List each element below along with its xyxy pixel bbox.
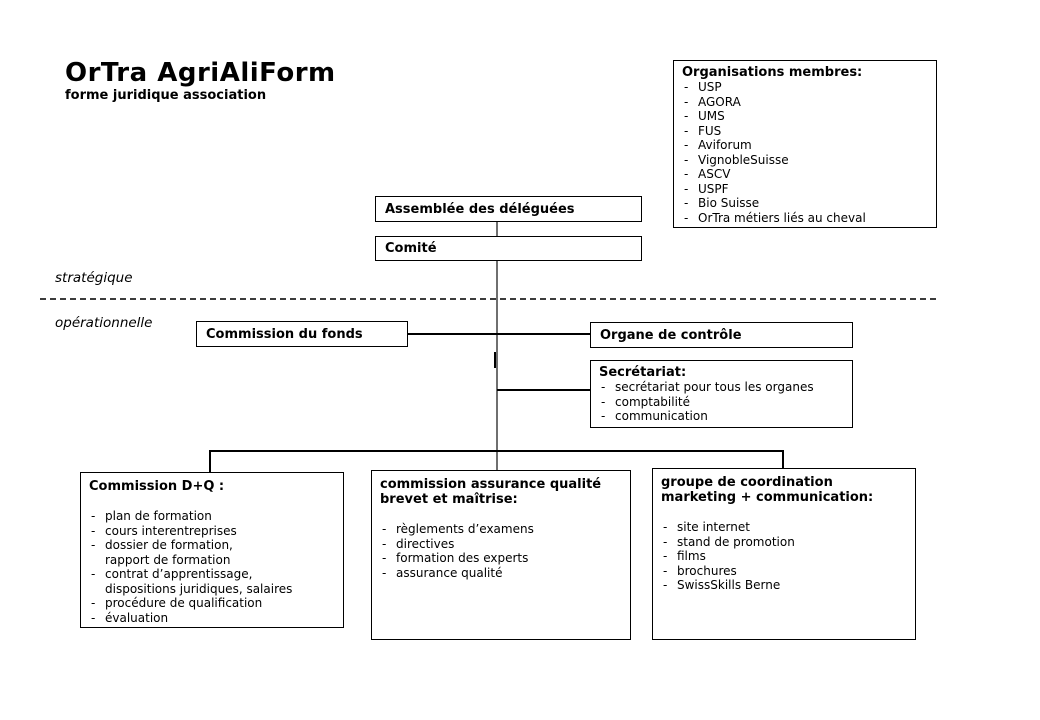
quality-commission-box-header: commission assurance qualité brevet et m… bbox=[380, 477, 602, 507]
dash-marker: - bbox=[663, 534, 668, 549]
connector-segment bbox=[494, 352, 496, 368]
list-item: -règlements d’examens bbox=[382, 522, 534, 536]
strategic-level-label: stratégique bbox=[55, 270, 133, 286]
title-block: OrTra AgriAliForm forme juridique associ… bbox=[65, 58, 336, 103]
list-item: -stand de promotion bbox=[663, 534, 795, 549]
dash-marker: - bbox=[91, 538, 96, 552]
members-box: Organisations membres: -USP -AGORA -UMS … bbox=[673, 60, 937, 228]
list-item: -ASCV bbox=[684, 167, 731, 181]
list-item: -directives bbox=[382, 536, 455, 551]
dash-marker: - bbox=[684, 80, 689, 94]
dq-commission-box: Commission D+Q : -plan de formation -cou… bbox=[80, 472, 344, 628]
dash-marker: - bbox=[684, 138, 689, 152]
secretariat-list: -secrétariat pour tous les organes -comp… bbox=[599, 380, 844, 424]
dash-marker: - bbox=[663, 520, 668, 534]
connector-committee-down bbox=[496, 261, 498, 470]
marketing-group-box-header: groupe de coordination marketing + commu… bbox=[661, 475, 874, 505]
dash-marker: - bbox=[601, 394, 606, 409]
secretariat-box: Secrétariat: -secrétariat pour tous les … bbox=[590, 360, 853, 428]
connector-secretariat bbox=[497, 389, 590, 391]
dash-marker: - bbox=[91, 596, 96, 610]
dash-marker: - bbox=[684, 181, 689, 196]
dash-marker: - bbox=[663, 549, 668, 563]
quality-commission-box: commission assurance qualité brevet et m… bbox=[371, 470, 631, 640]
connector-stub-dq bbox=[209, 450, 211, 472]
list-item: -formation des experts bbox=[382, 551, 529, 565]
dash-marker: - bbox=[601, 380, 606, 394]
list-item: -secrétariat pour tous les organes bbox=[601, 380, 814, 394]
page-subtitle: forme juridique association bbox=[65, 88, 267, 103]
list-item: -évaluation bbox=[91, 610, 169, 625]
list-item: -Aviforum bbox=[684, 138, 752, 152]
list-item: -plan de formation bbox=[91, 509, 212, 523]
dash-marker: - bbox=[91, 509, 96, 523]
dq-commission-box-header: Commission D+Q : bbox=[89, 479, 225, 494]
list-item: -USP bbox=[684, 80, 722, 94]
list-item: -assurance qualité bbox=[382, 565, 503, 580]
divider-dashed-line bbox=[40, 298, 938, 300]
list-item: -USPF bbox=[684, 181, 729, 196]
list-item: -cours interentreprises bbox=[91, 523, 237, 538]
dash-marker: - bbox=[684, 196, 689, 210]
list-item: -UMS bbox=[684, 109, 725, 123]
marketing-group-list: -site internet -stand de promotion -film… bbox=[661, 520, 907, 593]
list-item: -SwissSkills Berne bbox=[663, 578, 781, 592]
list-item: -AGORA bbox=[684, 94, 741, 109]
dash-marker: - bbox=[684, 94, 689, 109]
connector-stub-marketing bbox=[782, 450, 784, 468]
dash-marker: - bbox=[382, 551, 387, 565]
control-body-box: Organe de contrôle bbox=[590, 322, 853, 348]
members-box-header: Organisations membres: bbox=[682, 65, 863, 80]
list-item: -brochures bbox=[663, 563, 737, 578]
fund-commission-box-label: Commission du fonds bbox=[206, 326, 363, 342]
dash-marker: - bbox=[663, 563, 668, 578]
operational-level-label: opérationnelle bbox=[55, 315, 153, 331]
assembly-box-label: Assemblée des déléguées bbox=[385, 201, 575, 217]
list-item: -procédure de qualification bbox=[91, 596, 263, 610]
dash-marker: - bbox=[382, 536, 387, 551]
dash-marker: - bbox=[684, 123, 689, 138]
dash-marker: - bbox=[663, 578, 668, 592]
members-list: -USP -AGORA -UMS -FUS -Aviforum -Vignobl… bbox=[682, 80, 928, 225]
list-item: -communication bbox=[601, 409, 708, 423]
dash-marker: - bbox=[382, 565, 387, 580]
list-item: -comptabilité bbox=[601, 394, 691, 409]
list-item: -FUS bbox=[684, 123, 722, 138]
list-item: -VignobleSuisse bbox=[684, 152, 789, 167]
connector-bottom-horizontal bbox=[209, 450, 783, 452]
list-item: -Bio Suisse bbox=[684, 196, 760, 210]
secretariat-box-header: Secrétariat: bbox=[599, 365, 687, 380]
quality-commission-list: -règlements d’examens -directives -forma… bbox=[380, 522, 622, 580]
dash-marker: - bbox=[684, 152, 689, 167]
marketing-group-box: groupe de coordination marketing + commu… bbox=[652, 468, 916, 640]
dash-marker: - bbox=[382, 522, 387, 536]
list-item: -contrat d’apprentissage, dispositions j… bbox=[91, 567, 293, 596]
committee-box-label: Comité bbox=[385, 241, 437, 256]
connector-assembly-committee bbox=[496, 222, 498, 236]
dash-marker: - bbox=[684, 210, 689, 225]
dq-commission-list: -plan de formation -cours interentrepris… bbox=[89, 509, 335, 625]
list-item: -OrTra métiers liés au cheval bbox=[684, 210, 866, 225]
list-item: -films bbox=[663, 549, 706, 563]
dash-marker: - bbox=[91, 567, 96, 581]
control-body-box-label: Organe de contrôle bbox=[600, 327, 742, 343]
list-item: -dossier de formation, rapport de format… bbox=[91, 538, 233, 567]
dash-marker: - bbox=[601, 409, 606, 423]
assembly-box: Assemblée des déléguées bbox=[375, 196, 642, 222]
dash-marker: - bbox=[684, 109, 689, 123]
list-item: -site internet bbox=[663, 520, 750, 534]
dash-marker: - bbox=[91, 523, 96, 538]
fund-commission-box: Commission du fonds bbox=[196, 321, 408, 347]
page-title: OrTra AgriAliForm bbox=[65, 58, 336, 88]
committee-box: Comité bbox=[375, 236, 642, 261]
dash-marker: - bbox=[684, 167, 689, 181]
dash-marker: - bbox=[91, 610, 96, 625]
connector-fund-control bbox=[408, 333, 590, 335]
